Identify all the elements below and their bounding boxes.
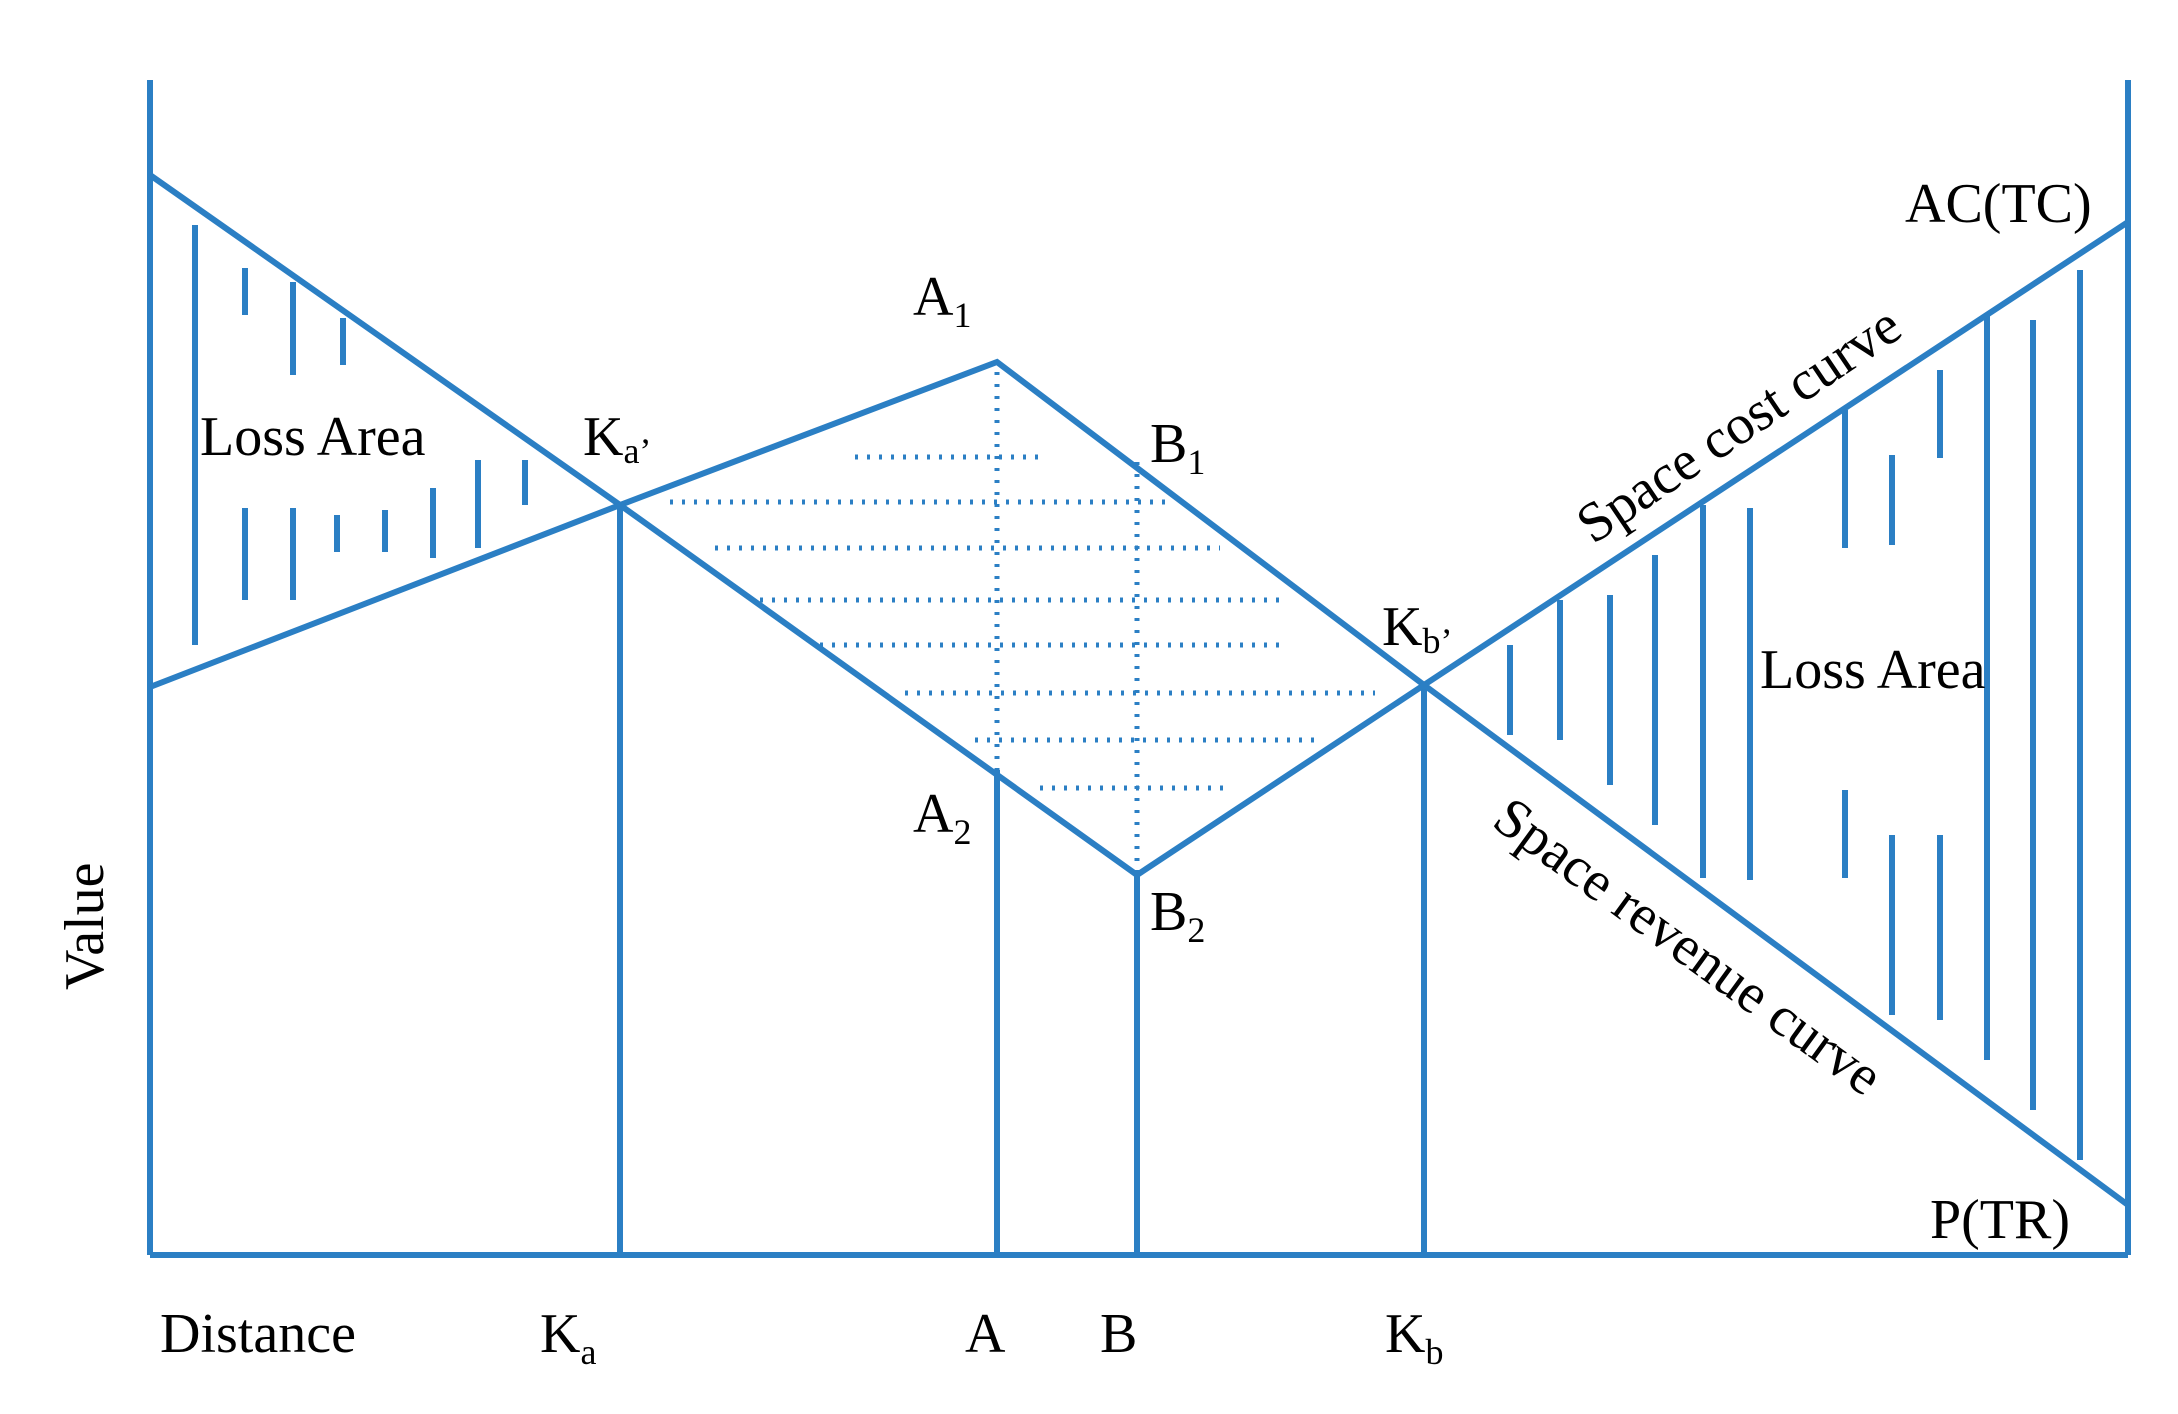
label-a2-sub: 2 [953, 812, 971, 852]
curves [148, 172, 2130, 1208]
label-kb-prime: Kb’ [1382, 596, 1452, 661]
label-ka-prime: Ka’ [583, 406, 651, 471]
left-loss-hatching [192, 225, 528, 645]
label-b1-sub: 1 [1187, 442, 1205, 482]
label-b2-sub: 2 [1187, 910, 1205, 950]
right-loss-label: Loss Area [1760, 639, 1986, 701]
label-b1: B1 [1150, 413, 1205, 482]
tick-kb: Kb [1385, 1303, 1443, 1372]
tick-ka: Ka [540, 1303, 596, 1372]
cost-curve-label: Space cost curve [1566, 294, 1913, 556]
label-b1-main: B [1150, 413, 1187, 475]
right-loss-hatching [1507, 270, 2083, 1160]
tick-ka-sub: a [580, 1332, 596, 1372]
tick-b: B [1100, 1303, 1137, 1365]
cost-curve-end-label: AC(TC) [1905, 173, 2092, 235]
label-b2: B2 [1150, 881, 1205, 950]
x-axis-label: Distance [160, 1303, 356, 1365]
tick-a: A [965, 1303, 1006, 1365]
tick-kb-main: K [1385, 1303, 1425, 1365]
left-loss-label: Loss Area [200, 406, 426, 468]
label-ka-prime-main: K [583, 406, 623, 468]
space-revenue-curve [148, 501, 2130, 1208]
space-cost-curve [148, 172, 2130, 689]
label-kb-prime-main: K [1382, 596, 1422, 658]
label-kb-prime-sub: b’ [1422, 621, 1452, 661]
tick-ka-main: K [540, 1303, 580, 1365]
label-a2: A2 [913, 783, 971, 852]
label-b2-main: B [1150, 881, 1187, 943]
y-axis-label: Value [54, 862, 116, 990]
label-a1: A1 [913, 266, 971, 335]
profit-region-dots [670, 372, 1375, 875]
revenue-curve-end-label: P(TR) [1930, 1189, 2070, 1251]
label-ka-prime-sub: a’ [623, 431, 651, 471]
label-a1-sub: 1 [953, 295, 971, 335]
revenue-curve-label: Space revenue curve [1482, 785, 1893, 1107]
tick-kb-sub: b [1425, 1332, 1443, 1372]
label-a2-main: A [913, 783, 954, 845]
label-a1-main: A [913, 266, 954, 328]
drop-lines [617, 505, 1427, 1255]
